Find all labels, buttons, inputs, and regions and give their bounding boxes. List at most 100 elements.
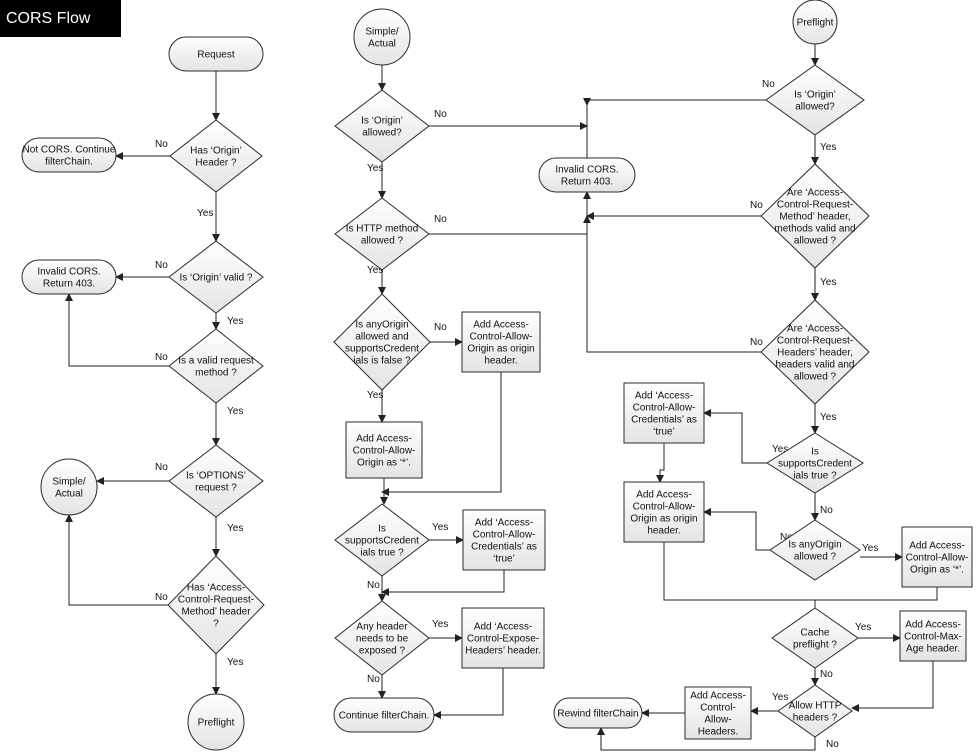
node-preflight-top: Preflight [792,0,838,45]
node-label: header. [484,356,517,367]
process-shape [333,697,435,733]
yes-label: Yes [227,406,243,417]
node-invalid-left: Invalid CORS.Return 403. [21,259,117,295]
node-label: Add Access- [636,490,692,501]
node-label: Is a valid request [178,356,254,367]
node-label: Add Access- [909,541,965,552]
node-label: Control-Request- [777,200,853,211]
yes-label: Yes [367,265,383,276]
yes-label: Yes [227,523,243,534]
node-label: Is [378,524,386,535]
flow-edge [703,508,770,551]
no-label: No [750,200,763,211]
connector-shape [187,693,245,751]
process-shape [21,259,117,295]
node-label: exposed ? [359,646,406,657]
node-label: needs to be [356,634,409,645]
node-label: Control-Allow- [470,332,533,343]
node-simple-actual-top: Simple/Actual [353,8,411,66]
node-simple-actual-left: Simple/Actual [40,458,98,516]
flow-edge [815,587,938,601]
node-p-acrm: Are ‘Access-Control-Request-Method’ head… [760,163,870,269]
edges [65,44,938,751]
node-p-add-acac: Add ‘Access-Control-Allow-Credentials’ a… [623,382,705,444]
node-p-add-acao-origin: Add Access-Control-Allow-Origin as origi… [623,481,705,543]
decision-shape [334,600,430,676]
node-label: method ? [195,368,237,379]
node-label: Method’ header, [779,212,850,223]
node-label: header. [647,526,680,537]
node-label: Origin as ‘*’. [910,565,964,576]
yes-label: Yes [227,657,243,668]
yes-label: Yes [855,622,871,633]
node-label: Are ‘Access- [787,324,843,335]
no-label: No [155,462,168,473]
node-label: allowed ? [794,236,837,247]
node-label: Is HTTP method [346,224,419,235]
node-s-add-expose: Add ‘Access-Control-Expose-Headers’ head… [461,607,545,669]
node-label: Is [811,447,819,458]
node-label: Continue filterChain. [339,711,430,722]
no-label: No [155,592,168,603]
no-label: No [155,260,168,271]
flow-edge [663,542,816,608]
node-label: Invalid CORS. [555,165,618,176]
no-label: No [367,580,380,591]
node-label: Preflight [198,718,235,729]
node-request: Request [168,36,264,72]
node-label: allowed ? [794,552,837,563]
flow-edge [583,98,766,106]
process-shape [345,421,423,479]
decision-shape [769,519,861,581]
decision-shape [168,328,264,404]
process-shape [168,36,264,72]
process-shape [553,697,643,729]
node-label: Is ‘OPTIONS’ [186,471,246,482]
decision-shape [765,64,865,136]
node-label: Preflight [797,18,834,29]
no-label: No [434,322,447,333]
node-label: Headers. [698,727,739,738]
yes-label: Yes [367,390,383,401]
connector-shape [792,0,838,45]
node-label: Control-Expose- [467,634,539,645]
process-shape [684,686,752,740]
node-label: Add ‘Access- [475,518,533,529]
node-label: Return 403. [561,177,613,188]
yes-label: Yes [862,543,878,554]
flow-edge [703,409,767,464]
node-s-add-acao-origin: Add Access-Control-Allow-Origin as origi… [461,311,541,373]
connector-shape [353,8,411,66]
node-label: Add ‘Access- [474,622,532,633]
decision-shape [334,197,430,271]
decision-shape [168,444,264,518]
yes-label: Yes [772,444,788,455]
node-invalid-mid: Invalid CORS.Return 403. [538,157,636,193]
node-label: headers ? [793,713,838,724]
node-s-add-acao-star: Add Access-Control-Allow-Origin as ‘*’. [345,421,423,479]
yes-label: Yes [820,142,836,153]
node-label: preflight ? [793,640,837,651]
flow-edge [583,215,761,353]
decision-shape [168,240,264,314]
decision-shape [169,119,263,193]
node-s-origin-allowed: Is ‘Origin’allowed? [334,89,430,163]
node-label: Origin as origin [630,514,697,525]
node-label: supportsCredent [345,344,419,355]
node-label: Control-Request- [777,336,853,347]
decision-shape [760,163,870,269]
no-label: No [155,139,168,150]
decision-shape [167,555,265,655]
node-label: Origin as origin [467,344,534,355]
node-label: Return 403. [43,279,95,290]
node-label: Origin as ‘*’. [357,458,411,469]
node-label: Is anyOrigin [355,320,408,331]
node-label: Allow- [704,715,731,726]
process-shape [461,311,541,373]
node-label: ? [213,619,219,630]
node-label: Control-Allow- [473,530,536,541]
node-label: Control- [700,703,736,714]
